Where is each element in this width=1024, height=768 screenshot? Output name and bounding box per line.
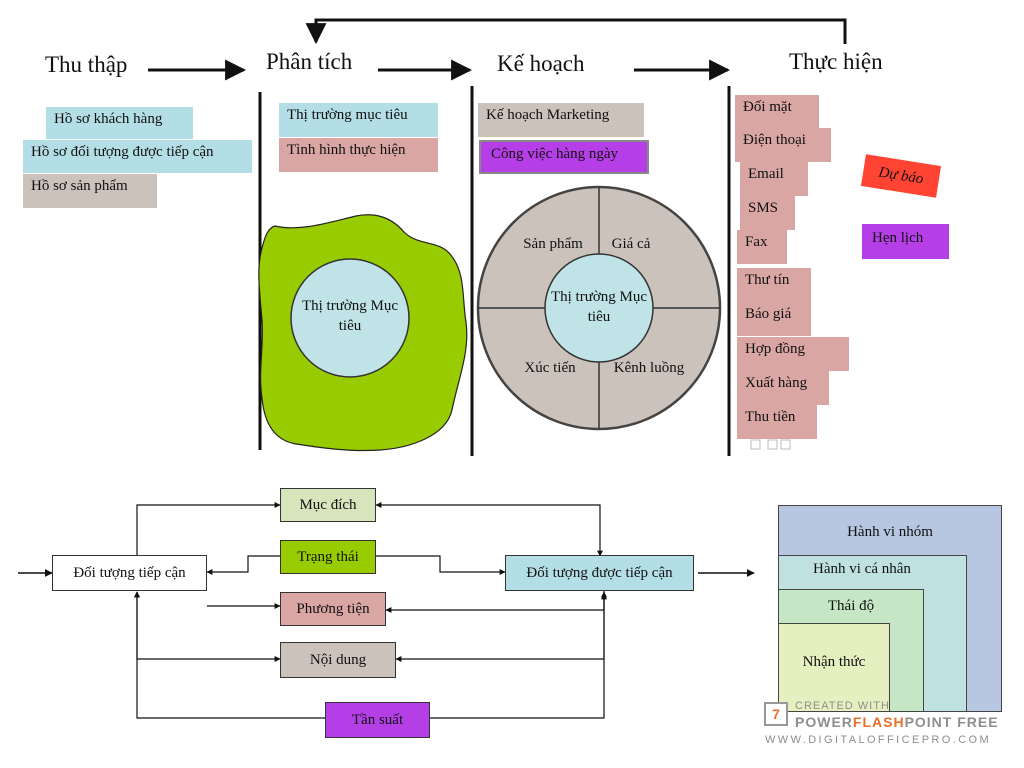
- analyze-item: Thị trường mục tiêu: [279, 103, 438, 137]
- execute-item: Hợp đồng: [737, 337, 849, 371]
- flow-link-content-left: [134, 591, 281, 662]
- plan-item: Kế hoạch Marketing: [478, 103, 644, 137]
- flow-link-purpose-right: [375, 502, 603, 557]
- header-execute: Thực hiện: [789, 49, 883, 74]
- analyze-center-circle: [290, 258, 410, 378]
- analyze-center-label: Thị trường Mục tiêu: [301, 298, 399, 334]
- flow-link-status-left: [206, 555, 280, 575]
- header-analyze: Phân tích: [266, 49, 353, 74]
- watermark-logo-icon: 7: [764, 702, 788, 726]
- plan-center-label: Thị trường Mục tiêu: [550, 289, 648, 325]
- small-square: [780, 439, 791, 450]
- execute-item: Xuất hàng: [737, 371, 829, 405]
- nested-label: Hành vi nhóm: [847, 524, 933, 540]
- watermark-url: WWW.DIGITALOFFICEPRO.COM: [765, 734, 992, 746]
- flow-means-box: Phương tiện: [280, 592, 386, 626]
- collect-item: Hồ sơ khách hàng: [46, 107, 193, 139]
- flow-content-box: Nội dung: [280, 642, 396, 678]
- nested-label: Thái độ: [827, 598, 875, 614]
- execute-item: Thu tiền: [737, 405, 817, 439]
- execute-item: Báo giá: [737, 302, 811, 336]
- execute-item: Đối mặt: [735, 95, 819, 128]
- plan-item: Công việc hàng ngày: [479, 140, 649, 174]
- nested-label: Nhận thức: [802, 654, 866, 670]
- nested-awareness: Nhận thức: [778, 623, 890, 712]
- flow-purpose-box: Mục đích: [280, 488, 376, 522]
- watermark-line2: POWERFLASHPOINT FREE: [795, 714, 999, 730]
- header-plan: Kế hoạch: [497, 51, 585, 76]
- plan-center-circle: [544, 253, 654, 363]
- collect-item: Hồ sơ đối tượng được tiếp cận: [23, 140, 252, 173]
- feedback-arrow: [305, 18, 847, 45]
- execute-item: SMS: [740, 196, 795, 230]
- analyze-item: Tình hình thực hiện: [279, 138, 438, 172]
- flow-source-box: Đối tượng tiếp cận: [52, 555, 207, 591]
- schedule-tag: Hẹn lịch: [862, 224, 949, 259]
- header-collect: Thu thập: [45, 52, 128, 77]
- flow-status-box: Trạng thái: [280, 540, 376, 574]
- nested-label: Hành vi cá nhân: [813, 561, 911, 577]
- flow-link-status-right: [376, 555, 506, 575]
- watermark-flash: FLASH: [852, 714, 905, 730]
- flow-link-frequency-left: [134, 591, 325, 719]
- flow-link-content-right: [395, 593, 607, 662]
- flow-link-frequency-right: [430, 591, 607, 719]
- wheel-label-promotion: Xúc tiến: [524, 360, 576, 376]
- watermark-power: POWER: [795, 714, 853, 730]
- execute-item: Fax: [737, 230, 787, 264]
- watermark-pointfree: POINT FREE: [904, 714, 999, 730]
- flow-link-means: [385, 590, 605, 613]
- execute-item: Điện thoại: [735, 128, 831, 162]
- wheel-label-channel: Kênh luồng: [613, 360, 685, 376]
- small-square: [750, 439, 761, 450]
- execute-item: Email: [740, 162, 808, 196]
- flow-link-purpose-left: [136, 502, 281, 556]
- small-square: [767, 439, 778, 450]
- watermark-line1: CREATED WITH: [795, 700, 890, 712]
- collect-item: Hồ sơ sản phẩm: [23, 174, 157, 208]
- execute-item: Thư tín: [737, 268, 811, 302]
- wheel-label-product: Sản phẩm: [523, 236, 583, 252]
- wheel-label-price: Giá cả: [611, 236, 651, 252]
- flow-target-box: Đối tượng được tiếp cận: [505, 555, 694, 591]
- flow-frequency-box: Tần suất: [325, 702, 430, 738]
